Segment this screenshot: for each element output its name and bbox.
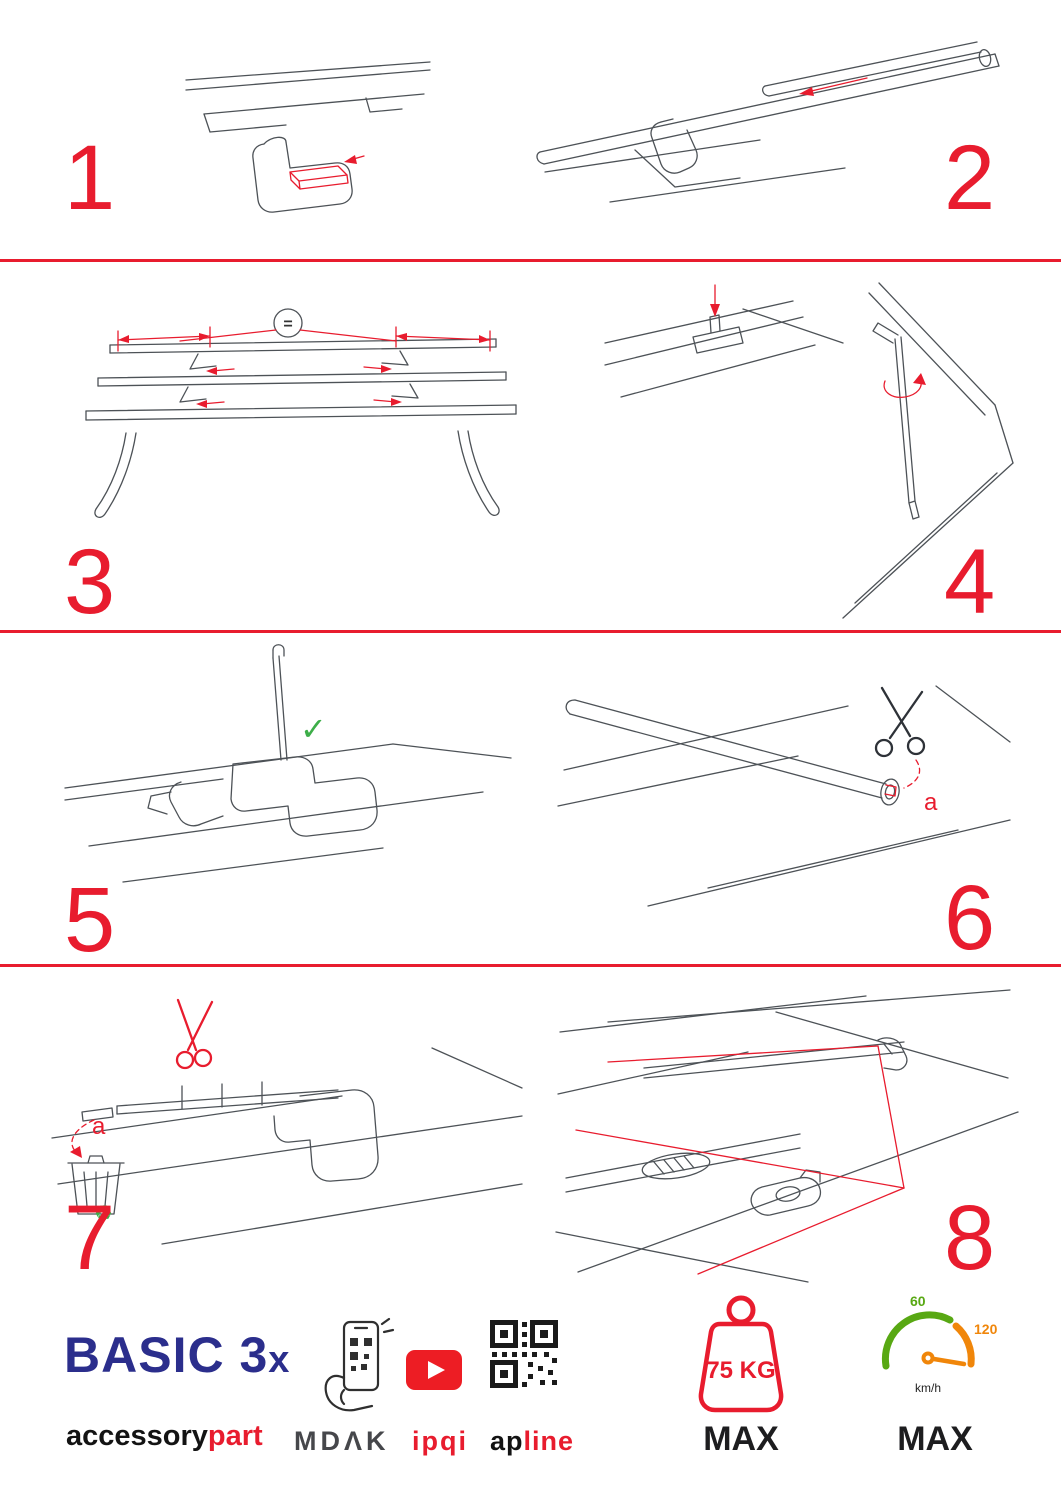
weight-value-label: 75 KG [706, 1357, 775, 1384]
step-1-number: 1 [64, 127, 115, 229]
brand-subtitle: accessorypart [66, 1422, 263, 1451]
step-8-number: 8 [944, 1187, 995, 1289]
scissors-icon [175, 998, 214, 1070]
ipqi-label: ipqi [412, 1426, 468, 1456]
step-3-number: 3 [64, 531, 115, 633]
apline-black: ap [490, 1426, 524, 1456]
cut-point-label: a [924, 789, 938, 816]
step-3-illustration: = [85, 308, 517, 518]
step-2-illustration [536, 41, 1000, 203]
speed-unit-label: km/h [915, 1381, 941, 1395]
checkmark-icon: ✓ [300, 710, 327, 748]
phone-qr-icon [324, 1317, 395, 1412]
section-divider-3 [0, 964, 1061, 967]
step-7-illustration: a ♻ [51, 998, 523, 1245]
brand-suffix: x [268, 1339, 291, 1381]
section-divider-2 [0, 630, 1061, 633]
scissors-icon [874, 686, 926, 758]
apline-red: line [523, 1426, 575, 1456]
youtube-icon [406, 1350, 462, 1390]
apline-label: apline [490, 1428, 574, 1455]
step-7-number: 7 [64, 1187, 115, 1289]
brand-subtitle-black: accessory [66, 1420, 208, 1452]
speed-high-label: 120 [974, 1321, 998, 1337]
step-5-number: 5 [64, 869, 115, 971]
recycle-icon: ♻ [94, 1201, 113, 1225]
speed-low-label: 60 [910, 1293, 926, 1309]
brand-name: BASIC 3 [64, 1327, 269, 1383]
step-1-illustration [185, 61, 431, 213]
step-6-number: 6 [944, 867, 995, 969]
step-2-number: 2 [944, 127, 995, 229]
step-5-illustration: ✓ [64, 644, 512, 883]
step-8-illustration [555, 989, 1019, 1283]
step-4-number: 4 [944, 531, 995, 633]
mdak-label: MDΛK [294, 1426, 390, 1456]
weight-icon: 75 KG [698, 1295, 784, 1413]
cut-point-label: a [92, 1113, 106, 1140]
brand-logo: BASIC 3x [64, 1330, 290, 1380]
brand-subtitle-red: part [207, 1420, 263, 1452]
qr-code-icon [490, 1320, 558, 1388]
speed-max-label: MAX [897, 1420, 973, 1458]
step-6-illustration: a [557, 685, 1011, 907]
section-divider-1 [0, 259, 1061, 262]
weight-max-label: MAX [703, 1420, 779, 1458]
equal-sign-label: = [283, 316, 292, 333]
speedometer-icon: 60 120 km/h [881, 1293, 998, 1395]
step-4-illustration [604, 282, 1014, 619]
